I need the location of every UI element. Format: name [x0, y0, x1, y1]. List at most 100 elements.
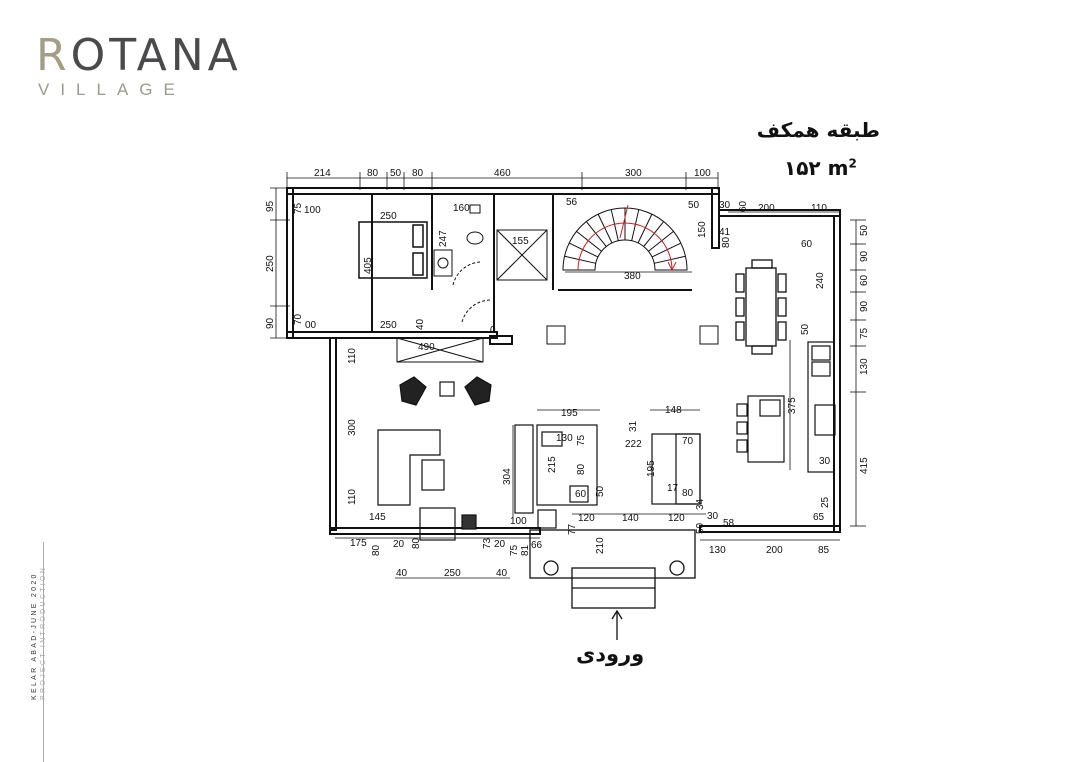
- columns: [396, 325, 719, 363]
- dim-label: 490: [418, 342, 435, 353]
- dim-label: 155: [512, 236, 529, 247]
- dim-label: 160: [453, 203, 470, 214]
- dim-label: 85: [818, 545, 830, 556]
- dining-table: [735, 259, 787, 355]
- dim-label: 73: [482, 537, 493, 549]
- dim-label: 50: [688, 200, 700, 211]
- dim-label: 380: [624, 271, 641, 282]
- dim-label: 130: [709, 545, 726, 556]
- dim-label: 60: [738, 200, 749, 212]
- dim-label: 20: [393, 539, 405, 550]
- spiral-staircase: [562, 204, 688, 272]
- dim-label: 90: [859, 300, 870, 312]
- dim-label: 30: [719, 200, 731, 211]
- stair-tread: [585, 221, 607, 247]
- dim-label: 75: [293, 202, 304, 214]
- dimension-labels: 214 80 50 80 460 300 100 95 250 90 75 10…: [265, 168, 870, 579]
- dim-label: 77: [567, 523, 578, 535]
- dim-label: 405: [363, 257, 374, 274]
- dim-label: 247: [438, 230, 449, 247]
- dim-label: 60: [859, 274, 870, 286]
- dim-label: 95: [265, 200, 276, 212]
- stair-tread: [631, 209, 640, 241]
- dim-label: 300: [347, 419, 358, 436]
- dim-label: 58: [723, 518, 735, 529]
- dim-label: 66: [531, 540, 543, 551]
- dim-label: 90: [265, 317, 276, 329]
- side-divider: [43, 542, 44, 762]
- dim-label: 150: [697, 221, 708, 238]
- dim-label: 20: [494, 539, 506, 550]
- walls: [286, 187, 841, 535]
- dim-label: 40: [415, 318, 426, 330]
- logo-letter-r: R: [36, 30, 71, 81]
- dim-label: 80: [367, 168, 379, 179]
- kitchen-counters: [736, 341, 836, 473]
- dim-label: 34: [695, 498, 706, 510]
- dim-label: 214: [314, 168, 331, 179]
- stair-tread: [648, 230, 674, 252]
- dim-label: 100: [694, 168, 711, 179]
- dim-label: 25: [820, 496, 831, 508]
- dim-label: 80: [721, 236, 732, 248]
- dim-label: 0: [490, 325, 496, 336]
- dim-label: 100: [304, 205, 321, 216]
- stair-tread: [643, 221, 665, 247]
- dim-label: 40: [396, 568, 408, 579]
- floor-title: طبقه همکف: [756, 118, 880, 142]
- dim-label: 200: [766, 545, 783, 556]
- dim-label: 110: [811, 203, 827, 214]
- dim-label: 80: [411, 537, 422, 549]
- dim-label: 65: [813, 512, 825, 523]
- dim-label: 75: [509, 544, 520, 556]
- dim-label: 110: [347, 348, 358, 364]
- dim-label: 304: [502, 468, 513, 485]
- dim-label: 50: [859, 224, 870, 236]
- dim-label: 120: [668, 513, 685, 524]
- dim-label: 415: [859, 457, 870, 474]
- dim-label: 250: [380, 320, 397, 331]
- dim-label: 00: [305, 320, 317, 331]
- dim-label: 70: [293, 313, 304, 325]
- living-furniture: [377, 376, 534, 541]
- area-unit-exponent: 2: [848, 156, 857, 171]
- dim-label: 460: [494, 168, 511, 179]
- dim-label: 81: [520, 544, 531, 556]
- stair-tread: [610, 209, 619, 241]
- dim-label: 60: [801, 239, 813, 250]
- dim-label: 40: [496, 568, 508, 579]
- dim-label: 17: [667, 483, 679, 494]
- stair-tread: [637, 213, 653, 244]
- dim-label: 56: [566, 197, 578, 208]
- dimension-lines: [270, 172, 866, 579]
- dim-label: 148: [665, 405, 682, 416]
- dim-label: 175: [350, 538, 367, 549]
- dim-label: 210: [595, 537, 606, 554]
- dim-label: 75: [859, 327, 870, 339]
- dim-label: 50: [390, 168, 402, 179]
- dim-label: 200: [758, 203, 775, 214]
- dim-label: 50: [695, 522, 706, 534]
- logo-wordmark: ROTANA: [36, 34, 242, 78]
- stair-tread: [654, 255, 686, 264]
- floor-area: ۱۵۲ m2: [784, 156, 857, 180]
- dim-label: 70: [682, 436, 694, 447]
- logo-subtitle: VILLAGE: [38, 80, 186, 99]
- dim-label: 110: [347, 489, 358, 505]
- dim-label: 250: [380, 211, 397, 222]
- stair-tread: [568, 242, 599, 258]
- dim-label: 30: [707, 511, 719, 522]
- dim-label: 50: [800, 323, 811, 335]
- dim-label: 80: [576, 463, 587, 475]
- dim-label: 80: [412, 168, 424, 179]
- dim-label: 145: [369, 512, 386, 523]
- dim-label: 130: [859, 358, 870, 375]
- entry-label: ورودی: [576, 642, 645, 666]
- stair-tread: [651, 242, 682, 258]
- dim-label: 80: [371, 544, 382, 556]
- dim-label: 375: [787, 397, 798, 414]
- dim-label: 50: [595, 485, 606, 497]
- stair-tread: [597, 213, 613, 244]
- dim-label: 222: [625, 439, 642, 450]
